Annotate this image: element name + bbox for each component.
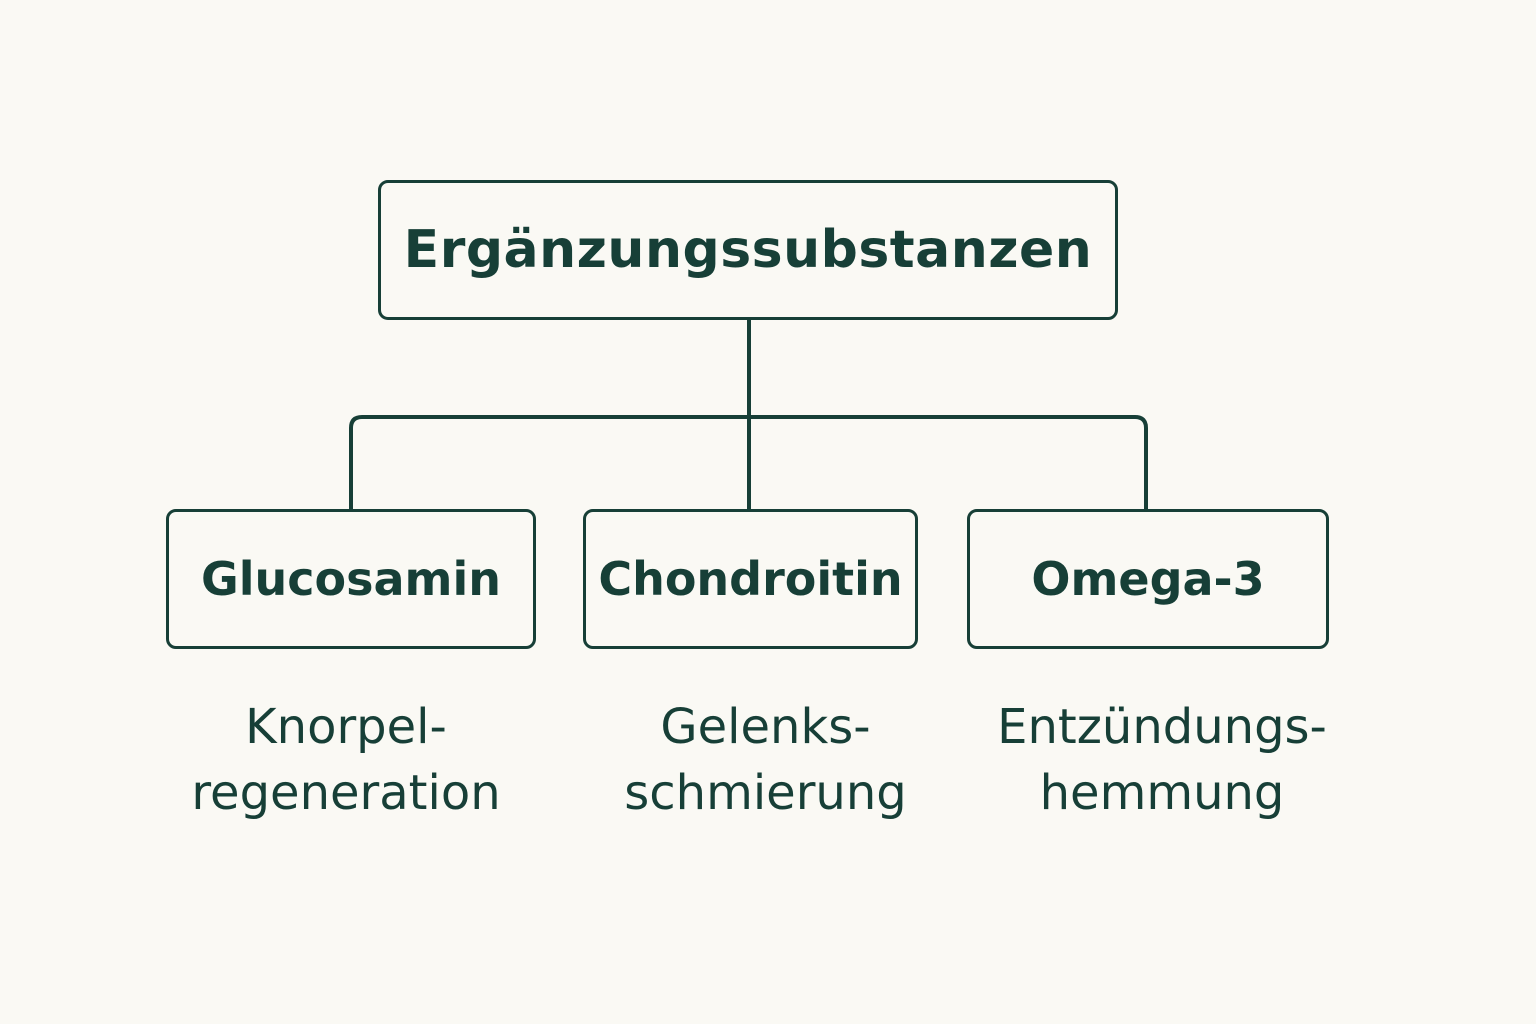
connector-branch-bar	[349, 415, 1148, 509]
description-chondroitin: Gelenks- schmierung	[583, 694, 948, 826]
child-node-label: Glucosamin	[200, 552, 501, 606]
child-node-label: Omega-3	[1031, 552, 1265, 606]
description-glucosamin: Knorpel- regeneration	[166, 694, 526, 826]
description-line: Gelenks-	[660, 699, 871, 755]
description-line: regeneration	[191, 765, 501, 821]
description-line: Entzündungs-	[997, 699, 1327, 755]
root-node-label: Ergänzungssubstanzen	[403, 220, 1093, 280]
child-node-omega-3: Omega-3	[967, 509, 1329, 649]
child-node-label: Chondroitin	[598, 552, 903, 606]
child-node-glucosamin: Glucosamin	[166, 509, 536, 649]
description-line: hemmung	[1039, 765, 1285, 821]
description-line: schmierung	[624, 765, 907, 821]
description-line: Knorpel-	[245, 699, 447, 755]
description-omega-3: Entzündungs- hemmung	[967, 694, 1357, 826]
root-node-erganzungssubstanzen: Ergänzungssubstanzen	[378, 180, 1118, 320]
child-node-chondroitin: Chondroitin	[583, 509, 918, 649]
